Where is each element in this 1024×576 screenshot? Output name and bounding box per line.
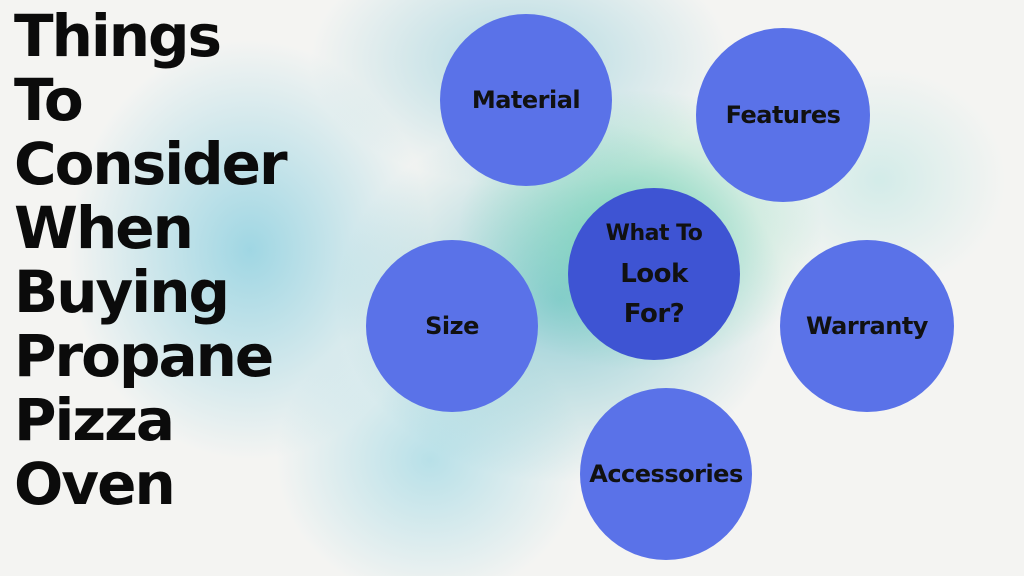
page-title: Things To Consider When Buying Propane P… — [14, 2, 288, 518]
title-line: When — [14, 194, 194, 262]
title-line: Pizza — [14, 386, 175, 454]
node-warranty: Warranty — [780, 240, 954, 412]
center-label-line: Look — [620, 259, 688, 289]
node-accessories: Accessories — [580, 388, 752, 560]
node-label: Size — [425, 312, 479, 340]
center-label-line: What To — [605, 221, 703, 246]
node-size: Size — [366, 240, 538, 412]
title-line: Propane — [14, 322, 274, 390]
node-label: Material — [471, 86, 581, 114]
title-line: Oven — [14, 450, 176, 518]
title-line: Things — [14, 2, 222, 70]
node-label: Warranty — [806, 312, 928, 340]
title-line: Consider — [14, 130, 288, 198]
center-label-line: For? — [623, 299, 685, 329]
title-line: Buying — [14, 258, 230, 326]
title-line: To — [14, 66, 84, 134]
node-label: Accessories — [589, 460, 743, 488]
node-material: Material — [440, 14, 612, 186]
center-node: What To Look For? — [568, 188, 740, 360]
node-label: Features — [725, 101, 841, 129]
node-features: Features — [696, 28, 870, 202]
